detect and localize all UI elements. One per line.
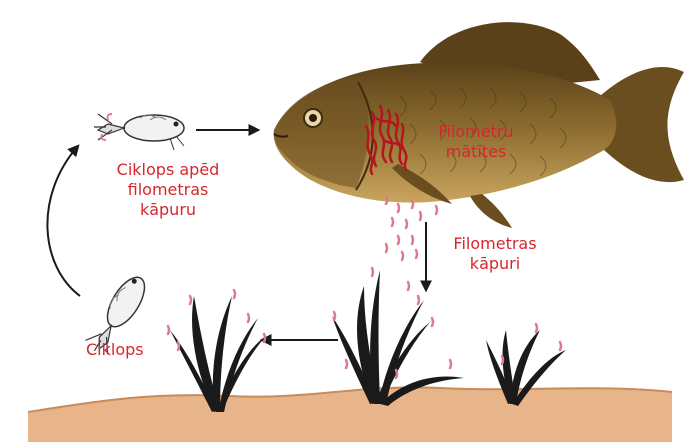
aquatic-plant-icon-2 bbox=[332, 270, 464, 406]
label-filometras-kapuri: Filometras kāpuri bbox=[440, 234, 550, 274]
larvae-stream bbox=[386, 196, 437, 260]
sediment-band bbox=[28, 387, 672, 442]
label-ciklops: Ciklops bbox=[86, 340, 144, 360]
cyclops-icon-top bbox=[94, 114, 184, 150]
plant-1-larvae bbox=[168, 290, 265, 350]
label-filometru-matites: Filometru mātītes bbox=[426, 122, 526, 162]
arrow-cycle-curve bbox=[47, 146, 80, 296]
label-ciklops-aped: Ciklops apēd filometras kāpuru bbox=[98, 160, 238, 220]
